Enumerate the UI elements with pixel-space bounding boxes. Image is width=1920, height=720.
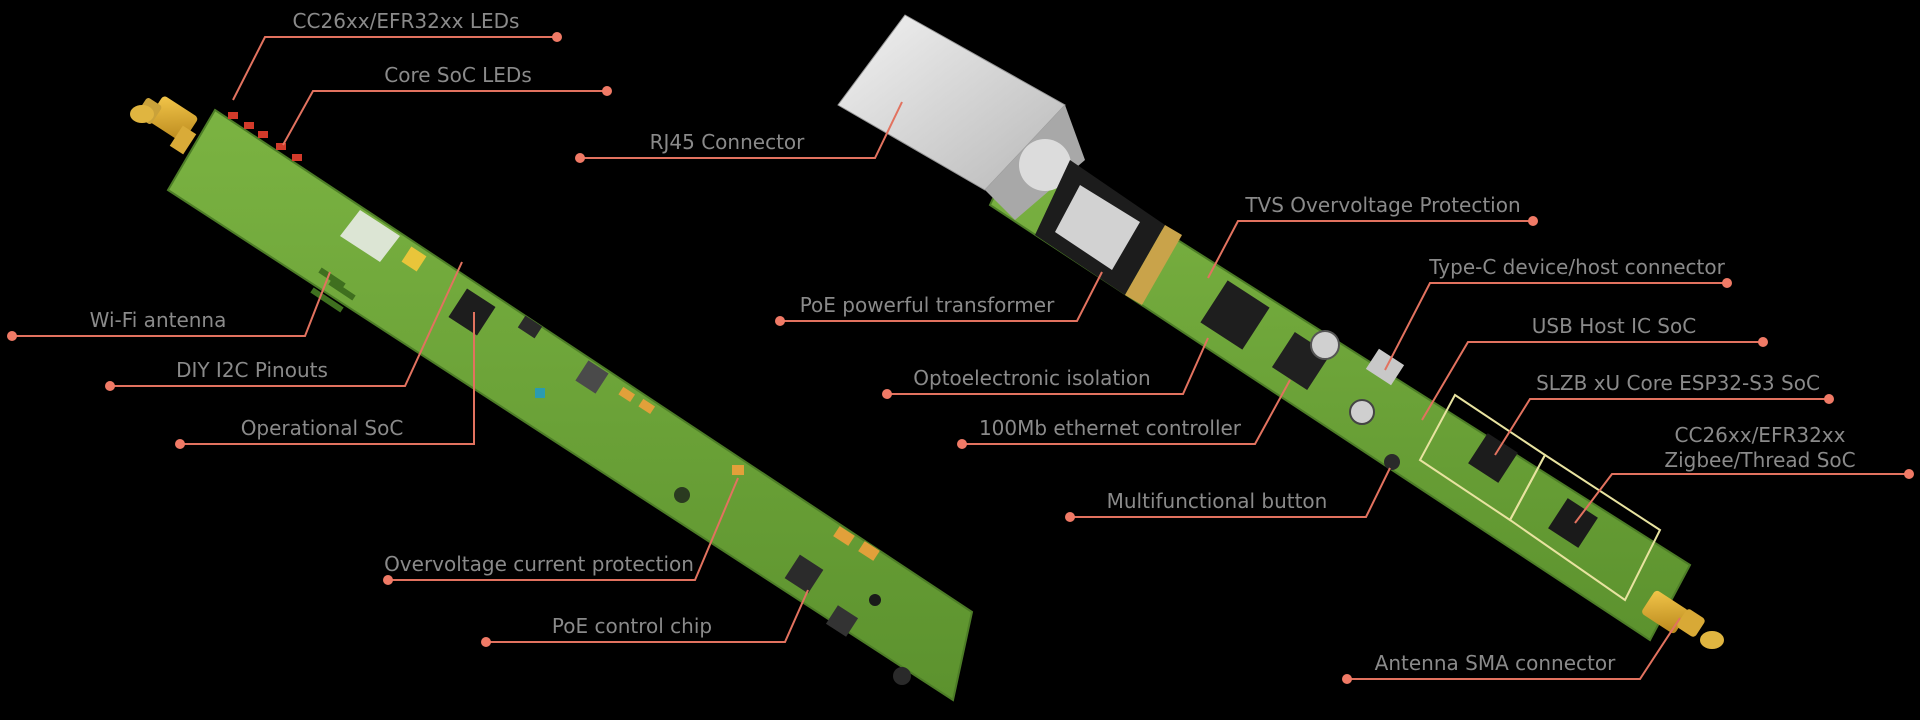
label-core-soc-leds: Core SoC LEDs <box>384 63 532 87</box>
left-board <box>130 96 974 702</box>
leader-zigbee <box>1574 473 1909 524</box>
left-wifi-module <box>310 210 427 313</box>
label-zigbee-line1: CC26xx/EFR32xx <box>1675 423 1846 447</box>
leader-cc26xx-leds <box>232 36 557 101</box>
label-opto: Optoelectronic isolation <box>913 366 1150 390</box>
label-eth-ctrl: 100Mb ethernet controller <box>979 416 1242 440</box>
leader-operational-soc <box>180 312 475 445</box>
leader-usb-host <box>1421 341 1763 421</box>
leader-diy-i2c <box>110 261 463 387</box>
leader-wifi-antenna <box>12 271 331 337</box>
label-zigbee-line2: Zigbee/Thread SoC <box>1664 448 1855 472</box>
label-poe-chip: PoE control chip <box>552 614 712 638</box>
label-antenna-sma: Antenna SMA connector <box>1375 651 1616 675</box>
leader-opto <box>887 337 1209 395</box>
label-slzb-core: SLZB xU Core ESP32-S3 SoC <box>1536 371 1820 395</box>
label-poe-transformer: PoE powerful transformer <box>800 293 1055 317</box>
leader-antenna-sma <box>1347 617 1681 680</box>
leader-tvs <box>1207 220 1533 279</box>
ethernet-controller-chip <box>1200 280 1270 350</box>
left-poe-area <box>784 526 911 685</box>
label-overvoltage: Overvoltage current protection <box>384 552 694 576</box>
left-operational-soc-chip <box>448 288 496 336</box>
leader-core-soc-leds <box>282 90 607 146</box>
label-tvs: TVS Overvoltage Protection <box>1244 193 1520 217</box>
label-button: Multifunctional button <box>1107 489 1328 513</box>
label-typec: Type-C device/host connector <box>1428 255 1725 279</box>
label-wifi-antenna: Wi-Fi antenna <box>90 308 227 332</box>
leader-button <box>1070 467 1391 518</box>
leader-slzb-core <box>1494 398 1829 456</box>
leader-typec <box>1384 282 1727 371</box>
left-pcb <box>166 108 974 702</box>
label-usb-host: USB Host IC SoC <box>1532 314 1696 338</box>
leader-eth-ctrl <box>962 379 1291 445</box>
leader-lines <box>7 32 1914 684</box>
right-sma-connector <box>1642 590 1724 649</box>
label-operational-soc: Operational SoC <box>241 416 404 440</box>
leader-rj45 <box>580 101 903 159</box>
labels: CC26xx/EFR32xx LEDs Core SoC LEDs Wi-Fi … <box>90 9 1856 675</box>
left-sma-connector <box>130 96 198 155</box>
label-rj45: RJ45 Connector <box>650 130 806 154</box>
label-cc26xx-leds: CC26xx/EFR32xx LEDs <box>293 9 520 33</box>
right-board <box>837 14 1724 649</box>
leader-overvoltage <box>388 477 739 581</box>
poe-transformer <box>1035 160 1182 305</box>
left-leds <box>228 112 302 161</box>
leader-poe-transformer <box>780 271 1103 322</box>
leader-poe-chip <box>486 589 809 643</box>
label-diy-i2c: DIY I2C Pinouts <box>176 358 328 382</box>
rj45-connector <box>837 14 1085 220</box>
slzb-core-chip <box>1468 433 1518 483</box>
